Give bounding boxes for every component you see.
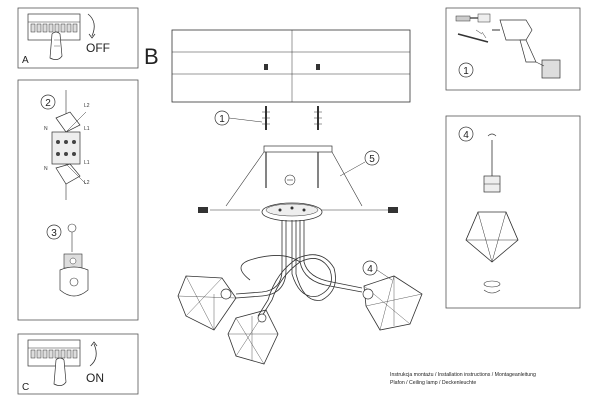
callout-4-shade: 4 xyxy=(458,126,474,142)
callout-4-arm: 4 xyxy=(362,260,393,281)
hand-icon xyxy=(53,357,67,386)
callout-4-shade-number: 4 xyxy=(463,130,469,141)
callout-5-number: 5 xyxy=(369,154,375,165)
switch-on-label: ON xyxy=(86,371,104,385)
dowels xyxy=(262,106,322,130)
diamond-shade xyxy=(465,211,519,263)
callout-5: 5 xyxy=(339,150,380,177)
dowel-icon xyxy=(457,29,489,43)
canopy-outline xyxy=(198,151,398,213)
callout-4-arm-number: 4 xyxy=(367,264,373,275)
main-diagram-letter: B xyxy=(144,44,159,69)
wire-label-l2-bottom: L2 xyxy=(84,180,90,186)
cable-hook-icon xyxy=(487,133,497,137)
retaining-ring xyxy=(483,280,501,294)
footer-product-type: Plafon / Ceiling lamp / Deckenleuchte xyxy=(390,380,476,386)
rotate-up-arrow-icon xyxy=(89,341,98,367)
wire-label-l1-bottom: L1 xyxy=(84,160,90,166)
wire-label-l2-top: L2 xyxy=(84,103,90,109)
panel-shade-assembly: 4 xyxy=(445,115,581,309)
lamp-arms xyxy=(235,220,363,317)
shade-bottom xyxy=(227,309,279,365)
panel-a-letter: A xyxy=(22,55,29,66)
callout-2: 2 xyxy=(40,94,56,110)
drill-icon xyxy=(492,19,561,79)
callout-1-tools: 1 xyxy=(458,62,474,78)
switch-off-label: OFF xyxy=(86,41,110,55)
callout-1-dowels-number: 1 xyxy=(219,114,225,125)
wire-label-l1-top: L1 xyxy=(84,126,90,132)
wire-label-n-bottom: N xyxy=(44,166,48,172)
canopy xyxy=(261,202,323,222)
callout-2-number: 2 xyxy=(45,98,51,109)
shade-right xyxy=(362,275,423,331)
rotate-down-arrow-icon xyxy=(87,13,96,39)
fuse-box-on xyxy=(27,339,81,367)
lamp-holder xyxy=(483,175,501,193)
hand-icon xyxy=(49,31,63,60)
shade-left xyxy=(177,275,237,331)
callout-1-dowels: 1 xyxy=(214,110,263,126)
screw-icon xyxy=(455,13,491,23)
mounting-bracket xyxy=(263,145,333,188)
panel-tools: 1 xyxy=(445,7,581,91)
panel-c-letter: C xyxy=(22,382,29,393)
callout-3: 3 xyxy=(46,224,62,240)
panel-a: OFF A xyxy=(17,7,139,69)
connector-clamp xyxy=(59,223,89,297)
main-diagram: B 1 xyxy=(144,29,423,365)
panel-c: ON C xyxy=(17,333,139,395)
ceiling xyxy=(171,29,411,103)
callout-3-number: 3 xyxy=(51,228,57,239)
terminal-block xyxy=(51,90,87,200)
footer-instructions: Instrukcja montażu / Installation instru… xyxy=(390,372,536,378)
callout-1-tools-number: 1 xyxy=(463,66,469,77)
panel-wiring: 2 L2 L1 N N L1 L2 3 xyxy=(17,79,139,321)
wire-label-n-top: N xyxy=(44,126,48,132)
